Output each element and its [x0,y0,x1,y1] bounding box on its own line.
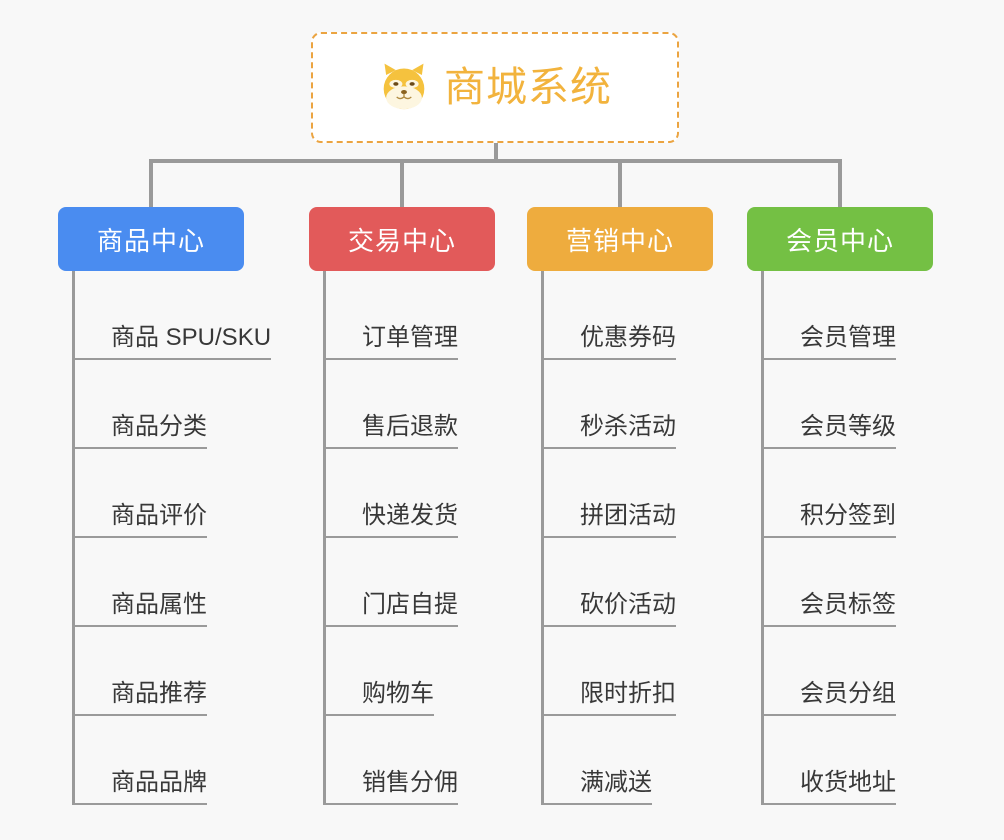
connector-drop-1 [149,159,153,207]
column-item[interactable]: 销售分佣 [326,716,495,805]
column-header-label: 商品中心 [96,225,205,256]
column-header-label: 交易中心 [347,225,456,256]
column-item-list-product: 商品 SPU/SKU 商品分类商品评价商品属性商品推荐商品品牌 [72,271,272,805]
column-item[interactable]: 商品属性 [75,538,244,627]
column-item[interactable]: 会员标签 [764,538,933,627]
column-item-label: 快递发货 [362,502,458,538]
root-node[interactable]: 商城系统 [311,32,679,143]
column-item[interactable]: 满减送 [544,716,713,805]
column-item-label: 销售分佣 [362,769,458,805]
connector-root-stub [494,143,498,163]
column-item-label: 订单管理 [362,324,458,360]
column-item-label: 商品分类 [111,413,207,449]
column-item-label: 收货地址 [800,769,896,805]
column-item[interactable]: 会员管理 [764,271,933,360]
column-item[interactable]: 限时折扣 [544,627,713,716]
column-header-trade[interactable]: 交易中心 [309,207,495,271]
column-item-label: 商品 SPU/SKU [111,324,272,360]
column-item[interactable]: 会员等级 [764,360,933,449]
column-item-list-marketing: 优惠券码秒杀活动拼团活动砍价活动限时折扣满减送 [541,271,713,805]
column-item[interactable]: 砍价活动 [544,538,713,627]
column-item[interactable]: 订单管理 [326,271,495,360]
column-item-label: 拼团活动 [580,502,676,538]
column-item-label: 购物车 [362,680,434,716]
column-item-label: 售后退款 [362,413,458,449]
column-header-product[interactable]: 商品中心 [58,207,244,271]
connector-drop-4 [838,159,842,207]
column-item-label: 满减送 [580,769,652,805]
root-title: 商城系统 [444,64,612,110]
column-product: 商品中心 商品 SPU/SKU 商品分类商品评价商品属性商品推荐商品品牌 [58,207,272,805]
column-item-label: 商品属性 [111,591,207,627]
column-header-label: 会员中心 [785,225,894,256]
column-item[interactable]: 商品分类 [75,360,244,449]
column-item[interactable]: 快递发货 [326,449,495,538]
column-item[interactable]: 商品评价 [75,449,244,538]
column-item-label: 限时折扣 [580,680,676,716]
column-item[interactable]: 收货地址 [764,716,933,805]
column-item[interactable]: 购物车 [326,627,495,716]
connector-drop-3 [618,159,622,207]
column-header-label: 营销中心 [565,225,674,256]
column-item-label: 会员管理 [800,324,896,360]
column-item[interactable]: 售后退款 [326,360,495,449]
column-item-label: 会员分组 [800,680,896,716]
column-item-label: 秒杀活动 [580,413,676,449]
column-item[interactable]: 商品推荐 [75,627,244,716]
connector-drop-2 [400,159,404,207]
column-item[interactable]: 商品 SPU/SKU [75,271,272,360]
column-marketing: 营销中心 优惠券码秒杀活动拼团活动砍价活动限时折扣满减送 [527,207,713,805]
column-item[interactable]: 积分签到 [764,449,933,538]
column-item-label: 商品评价 [111,502,207,538]
column-item[interactable]: 拼团活动 [544,449,713,538]
column-trade: 交易中心 订单管理售后退款快递发货门店自提购物车销售分佣 [309,207,495,805]
column-item-list-trade: 订单管理售后退款快递发货门店自提购物车销售分佣 [323,271,495,805]
column-item-label: 优惠券码 [580,324,676,360]
shiba-dog-face-icon [378,62,430,114]
column-item[interactable]: 商品品牌 [75,716,244,805]
column-item-list-member: 会员管理会员等级积分签到会员标签会员分组收货地址 [761,271,933,805]
column-item-label: 会员等级 [800,413,896,449]
column-header-marketing[interactable]: 营销中心 [527,207,713,271]
column-member: 会员中心 会员管理会员等级积分签到会员标签会员分组收货地址 [747,207,933,805]
column-item-label: 门店自提 [362,591,458,627]
column-item[interactable]: 会员分组 [764,627,933,716]
column-item-label: 积分签到 [800,502,896,538]
column-item[interactable]: 秒杀活动 [544,360,713,449]
column-item-label: 商品推荐 [111,680,207,716]
connector-horizontal-bar [149,159,842,163]
column-item[interactable]: 优惠券码 [544,271,713,360]
column-item-label: 砍价活动 [580,591,676,627]
column-item[interactable]: 门店自提 [326,538,495,627]
column-item-label: 会员标签 [800,591,896,627]
column-header-member[interactable]: 会员中心 [747,207,933,271]
column-item-label: 商品品牌 [111,769,207,805]
